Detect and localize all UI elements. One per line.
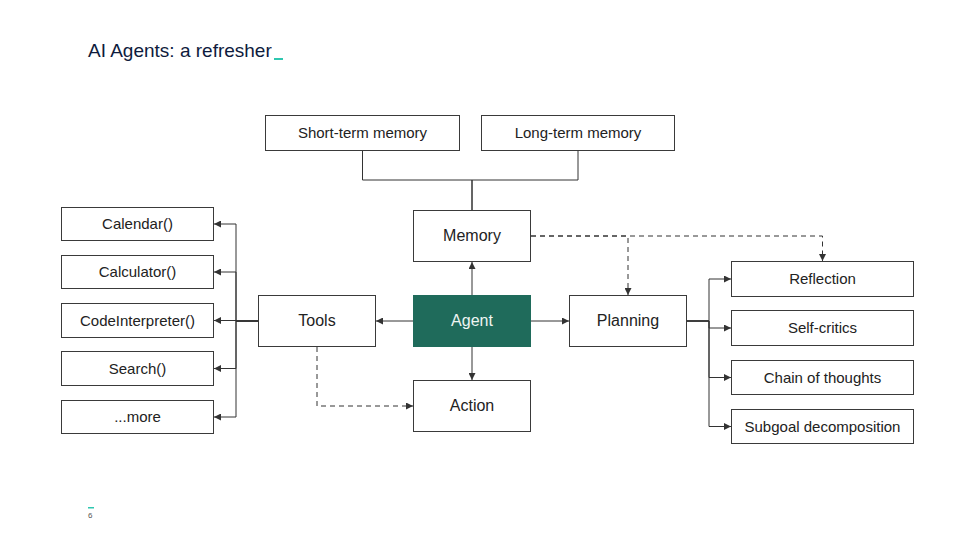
component-box: Planning: [569, 295, 687, 347]
node-text: Agent: [451, 312, 493, 330]
page-number: 6: [88, 511, 92, 520]
tool-box: Calendar(): [61, 207, 214, 241]
planning-box: Subgoal decomposition: [731, 409, 914, 444]
connector-arrow: [472, 347, 473, 380]
title-text: AI Agents: a refresher: [88, 40, 272, 61]
node-text: Memory: [443, 227, 501, 245]
tool-box: Calculator(): [61, 255, 214, 289]
node-text: Tools: [298, 312, 335, 330]
agent-box: Agent: [413, 295, 531, 347]
planning-box: Self-critics: [731, 310, 914, 346]
component-box: Tools: [258, 295, 376, 347]
connector-arrow: [687, 321, 731, 427]
planning-box: Reflection: [731, 261, 914, 297]
dashed-connector: [317, 347, 413, 406]
node-text: Self-critics: [788, 319, 857, 336]
connector-arrow: [214, 272, 258, 321]
connector-arrow: [376, 321, 413, 322]
title-cursor: [274, 58, 283, 60]
connector-arrow: [472, 151, 578, 210]
node-text: CodeInterpreter(): [80, 312, 195, 329]
component-box: Action: [413, 380, 531, 432]
node-text: Chain of thoughts: [764, 369, 882, 386]
connector-arrow: [687, 279, 731, 321]
node-text: Calculator(): [99, 263, 177, 280]
connector-arrow: [472, 262, 473, 295]
planning-box: Chain of thoughts: [731, 360, 914, 395]
memory-box: Short-term memory: [265, 115, 460, 151]
memory-box: Long-term memory: [481, 115, 675, 151]
node-text: Search(): [109, 360, 167, 377]
connector-arrow: [214, 321, 258, 417]
connector-arrow: [214, 321, 258, 369]
connector-arrow: [363, 151, 473, 210]
component-box: Memory: [413, 210, 531, 262]
node-text: Reflection: [789, 270, 856, 287]
node-text: Subgoal decomposition: [745, 418, 901, 435]
connector-arrow: [531, 321, 569, 322]
connector-arrow: [214, 224, 258, 321]
node-text: ...more: [114, 408, 161, 425]
tool-box: ...more: [61, 400, 214, 434]
node-text: Action: [450, 397, 494, 415]
node-text: Short-term memory: [298, 124, 427, 141]
connector-arrow: [214, 320, 258, 322]
page-marker: [88, 507, 94, 509]
node-text: Calendar(): [102, 215, 173, 232]
dashed-connector: [531, 236, 628, 295]
node-text: Planning: [597, 312, 659, 330]
tool-box: CodeInterpreter(): [61, 303, 214, 338]
connector-arrow: [687, 321, 731, 378]
node-text: Long-term memory: [515, 124, 642, 141]
dashed-connector: [531, 236, 823, 261]
connector-arrow: [687, 321, 731, 328]
tool-box: Search(): [61, 351, 214, 386]
slide-title: AI Agents: a refresher: [88, 40, 283, 62]
